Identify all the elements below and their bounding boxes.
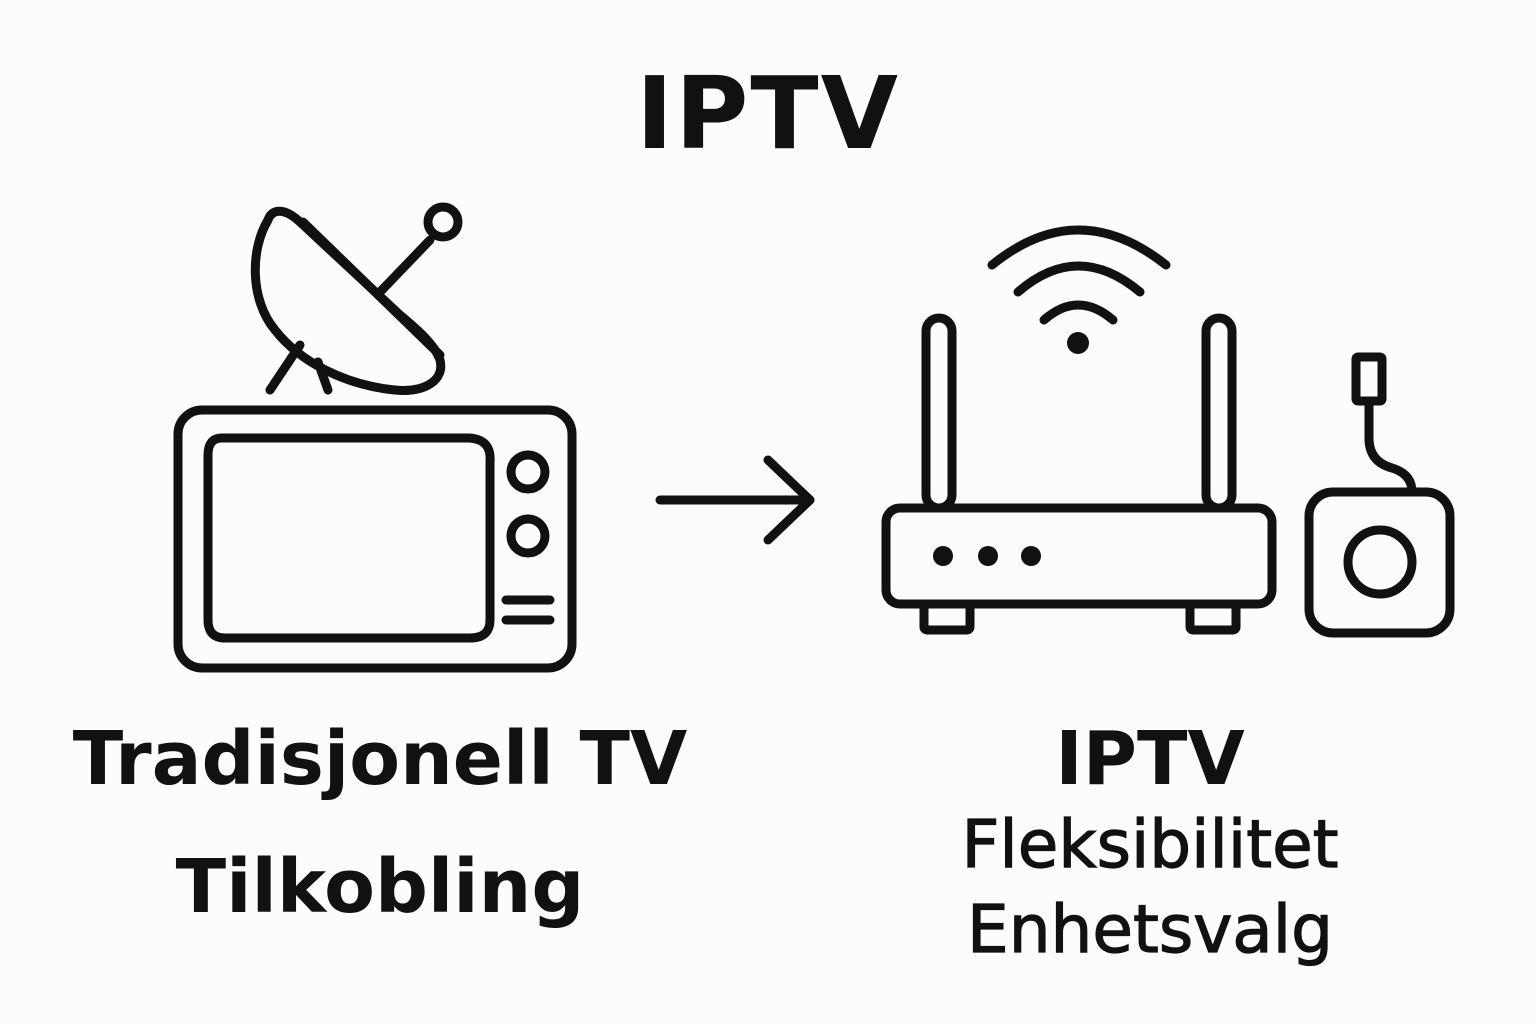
iptv-heading: IPTV bbox=[1055, 716, 1245, 802]
router-icon bbox=[881, 313, 1277, 635]
traditional-tv-subheading: Tilkobling bbox=[175, 844, 585, 930]
traditional-tv-heading: Tradisjonell TV bbox=[72, 716, 688, 802]
arrow-right-icon bbox=[655, 455, 815, 545]
media-box-icon bbox=[1304, 352, 1455, 638]
satellite-dish-icon bbox=[250, 202, 463, 395]
iptv-feature-device-choice: Enhetsvalg bbox=[966, 891, 1333, 968]
diagram-title: IPTV bbox=[635, 55, 901, 172]
wifi-icon bbox=[987, 225, 1171, 354]
tv-icon bbox=[173, 405, 577, 673]
iptv-feature-flexibility: Fleksibilitet bbox=[961, 806, 1339, 883]
